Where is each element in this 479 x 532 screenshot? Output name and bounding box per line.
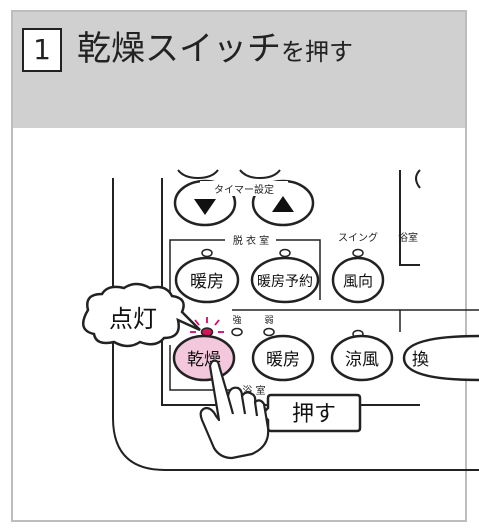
strong-label: 強 (232, 314, 241, 326)
row2-right-line (399, 309, 479, 332)
swing-label: スイング (338, 231, 378, 244)
right-panel-edge (399, 170, 420, 266)
remote-outer-edge (112, 178, 479, 471)
dressing-group-line-right (276, 239, 321, 300)
dressing-group-line-left (169, 239, 225, 300)
wind-direction-label: 風向 (343, 272, 373, 290)
step-number: 1 (33, 33, 51, 66)
step-number-box: 1 (22, 28, 62, 72)
weak-label: 弱 (264, 315, 273, 326)
partial-button-label: 換 (412, 350, 429, 370)
partial-button[interactable] (402, 334, 479, 382)
top-partial-button-2 (239, 169, 281, 180)
indicator-heating-dressing (201, 248, 213, 258)
pointing-hand-icon (199, 359, 270, 460)
right-partial-button (415, 169, 421, 189)
dressing-label: 脱 衣 室 (233, 234, 269, 247)
cool-breeze-button[interactable] (330, 334, 394, 382)
heating-button[interactable] (251, 334, 315, 382)
step-title: 乾燥スイッチを押す (77, 26, 353, 75)
timer-label-bg (200, 181, 288, 196)
step-title-main: 乾燥スイッチ (77, 29, 281, 69)
heating-label: 暖房 (266, 350, 300, 370)
press-callout-label: 押す (292, 402, 336, 427)
timer-label: タイマー設定 (214, 183, 274, 196)
wind-direction-button[interactable] (331, 256, 385, 304)
lit-cloud-callout (81, 282, 201, 348)
triangle-down-icon (194, 199, 216, 215)
top-partial-button-1 (177, 169, 219, 180)
triangle-up-icon (272, 196, 294, 212)
indicator-weak (263, 327, 275, 337)
heating-reserve-button[interactable] (250, 256, 320, 304)
heating-reserve-label: 暖房予約 (257, 274, 313, 290)
indicator-strong (231, 327, 243, 337)
heating-dressing-button[interactable] (174, 256, 240, 304)
heating-dressing-label: 暖房 (190, 272, 224, 292)
indicator-heating-reserve (279, 248, 291, 258)
indicator-swing (352, 248, 364, 258)
cool-breeze-label: 涼風 (345, 350, 379, 370)
step-title-suffix: を押す (281, 38, 353, 66)
lit-callout-label: 点灯 (109, 305, 157, 333)
bath-label-right: 浴室 (398, 231, 418, 244)
step-header (13, 12, 465, 128)
